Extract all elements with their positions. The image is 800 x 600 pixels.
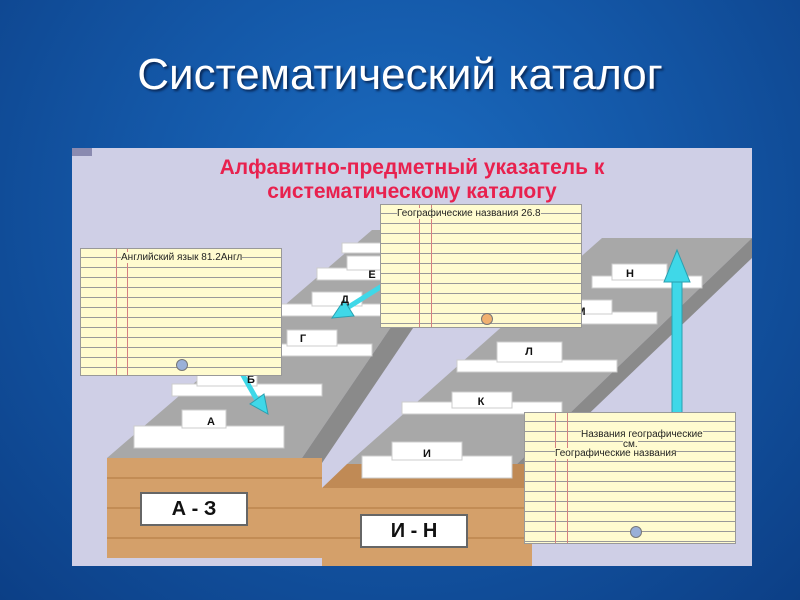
tab-letter-i: И: [423, 448, 431, 460]
drawer-left-label: А - З: [140, 492, 248, 526]
tab-letter-l: Л: [525, 346, 533, 358]
slide-title: Систематический каталог: [137, 50, 663, 99]
tab-letter-g: Г: [299, 333, 307, 345]
drawer-right-label: И - Н: [360, 514, 468, 548]
tab-letter-k: К: [477, 396, 485, 408]
drawers-illustration: [72, 148, 752, 566]
card-see-also-line2: см.: [623, 439, 638, 450]
card-hole: [630, 526, 642, 538]
card-english-language-title: Английский язык 81.2Англ: [121, 252, 243, 263]
drawer-right-rim: [517, 238, 752, 468]
tab-letter-b: Б: [247, 374, 255, 386]
card-hole: [176, 359, 188, 371]
card-geographic-names: Географические названия 26.8: [380, 204, 582, 328]
card-see-also-line3: Географические названия: [555, 448, 677, 459]
card-see-also-line1: Названия географические: [581, 429, 703, 440]
diagram-header-line2: систематическому каталогу: [267, 180, 557, 203]
corner-mark: [72, 148, 92, 156]
catalog-diagram: Алфавитно-предметный указатель к система…: [72, 148, 752, 566]
tab-letter-n: Н: [626, 268, 634, 280]
card-geographic-see-also: Названия географические см. Географическ…: [524, 412, 736, 544]
diagram-header-line1: Алфавитно-предметный указатель к: [219, 156, 605, 179]
card-hole: [481, 313, 493, 325]
tab-letter-e: Е: [368, 269, 376, 281]
card-english-language: Английский язык 81.2Англ: [80, 248, 282, 376]
arrow-top-left: [331, 283, 384, 319]
drawer-right: [322, 238, 752, 566]
tab-letter-a: А: [207, 416, 215, 428]
card-geographic-names-title: Географические названия 26.8: [397, 208, 541, 219]
tab-letter-d: Д: [341, 294, 349, 306]
arrow-up: [663, 248, 691, 424]
